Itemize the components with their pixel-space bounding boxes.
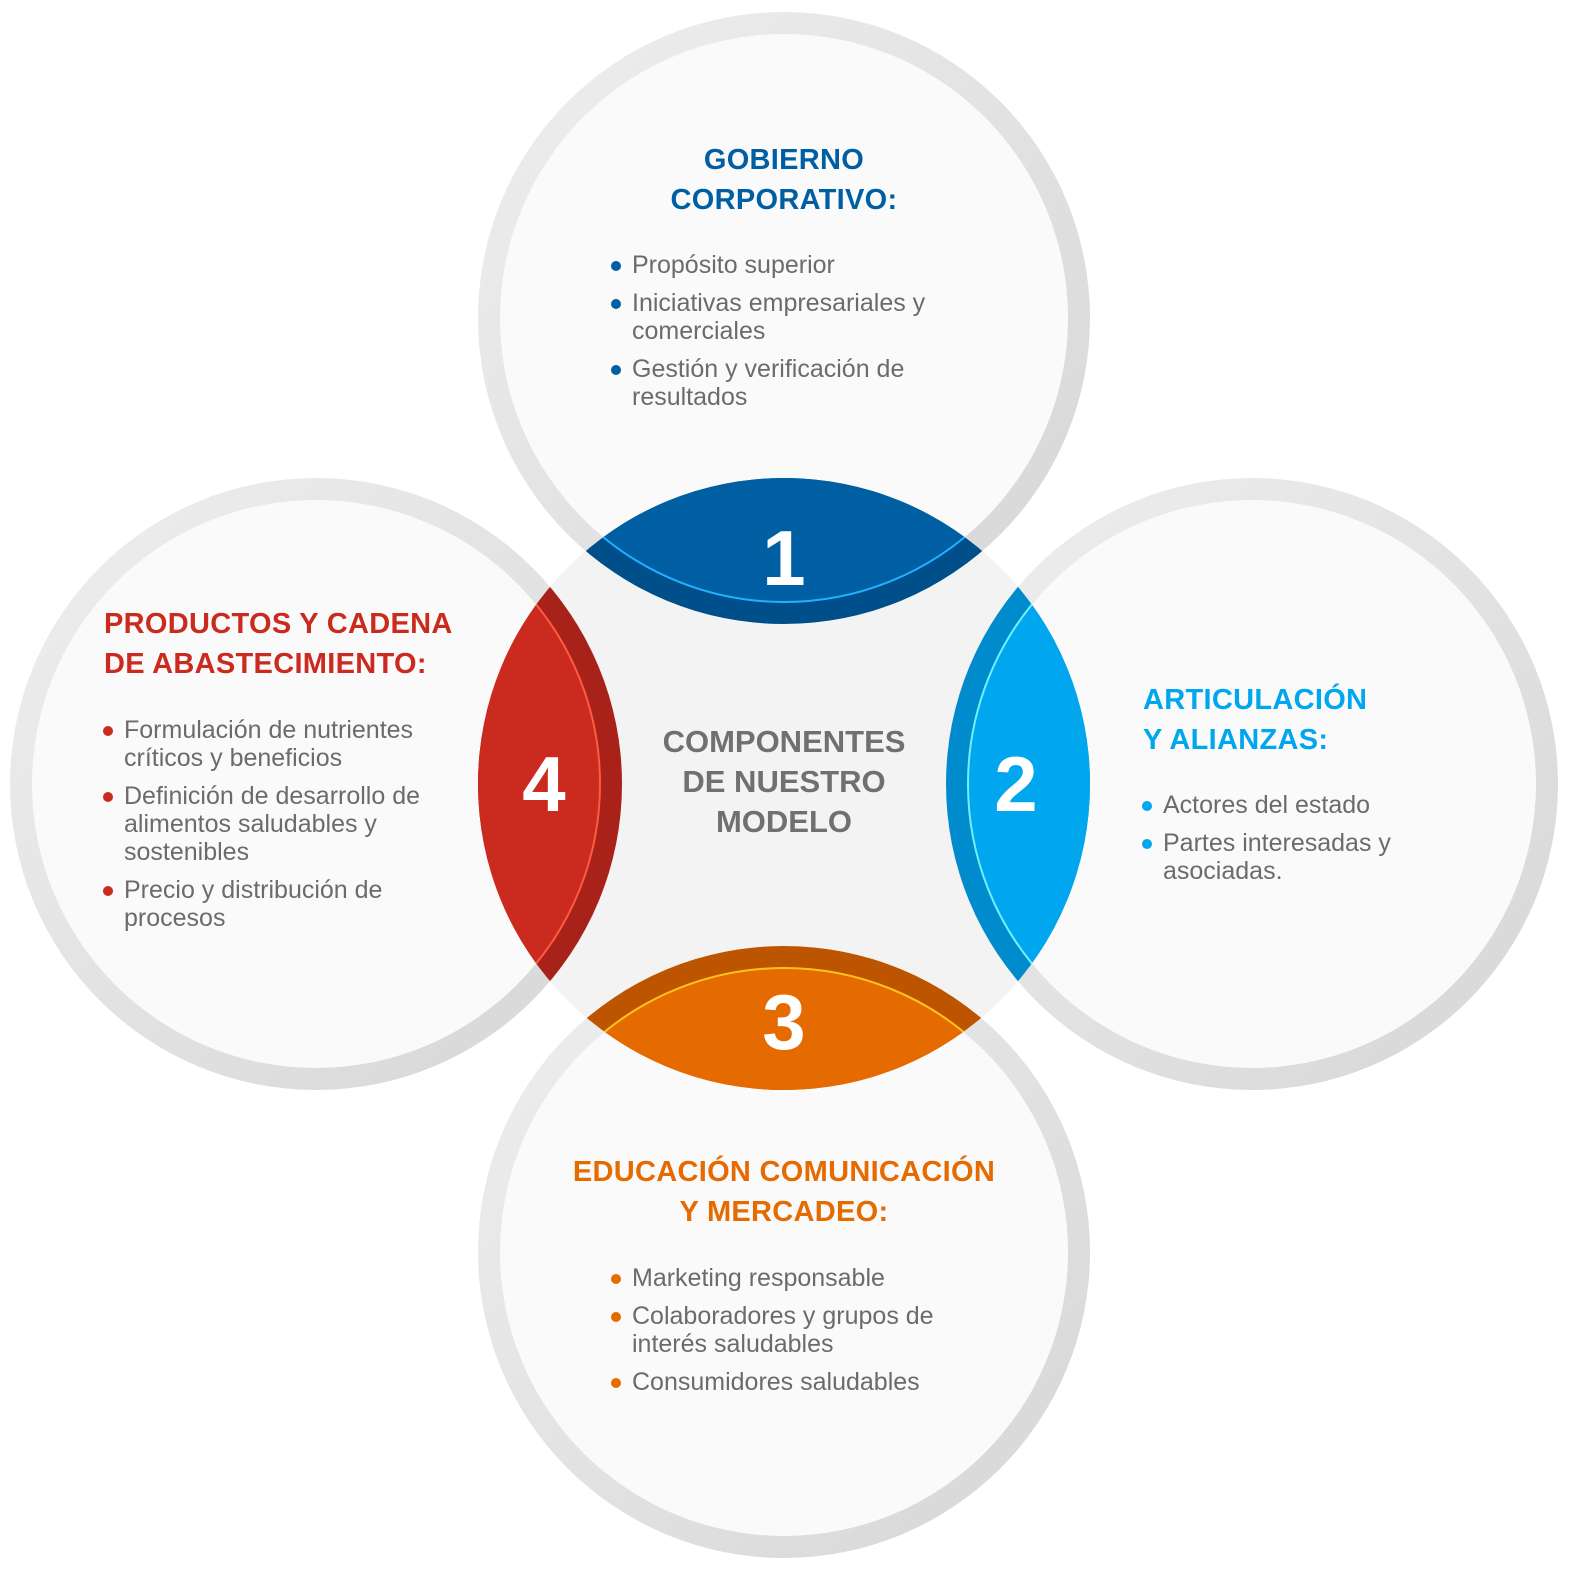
list-item: Marketing responsable bbox=[611, 1264, 961, 1292]
circle-bottom bbox=[478, 946, 1090, 1558]
circle-right bbox=[946, 478, 1558, 1090]
lens-1 bbox=[478, 478, 1090, 624]
component-1-list: Propósito superior Iniciativas empresari… bbox=[611, 251, 961, 421]
number-1: 1 bbox=[762, 514, 806, 602]
bullet-icon bbox=[1142, 839, 1152, 849]
bullet-icon bbox=[103, 792, 113, 802]
number-3: 3 bbox=[762, 978, 806, 1066]
list-item: Propósito superior bbox=[611, 251, 961, 279]
circle-top bbox=[478, 12, 1090, 624]
list-item: Gestión y verificación de resultados bbox=[611, 355, 961, 411]
list-item: Consumidores saludables bbox=[611, 1368, 961, 1396]
component-4-list: Formulación de nutrientes críticos y ben… bbox=[103, 716, 448, 942]
list-item: Formulación de nutrientes críticos y ben… bbox=[103, 716, 448, 772]
bullet-icon bbox=[611, 1378, 621, 1388]
bullet-icon bbox=[1142, 801, 1152, 811]
component-3-list: Marketing responsable Colaboradores y gr… bbox=[611, 1264, 961, 1406]
component-2-list: Actores del estado Partes interesadas y … bbox=[1142, 791, 1442, 895]
bullet-icon bbox=[611, 299, 621, 309]
list-item: Actores del estado bbox=[1142, 791, 1442, 819]
number-4: 4 bbox=[522, 740, 566, 828]
lens-4 bbox=[478, 478, 622, 1090]
bullet-icon bbox=[611, 365, 621, 375]
list-item: Precio y distribución de procesos bbox=[103, 876, 448, 932]
center-title: COMPONENTES DE NUESTRO MODELO bbox=[662, 724, 906, 839]
lens-3 bbox=[478, 946, 1090, 1090]
lens-2 bbox=[946, 478, 1090, 1090]
bullet-icon bbox=[103, 886, 113, 896]
list-item: Colaboradores y grupos de interés saluda… bbox=[611, 1302, 961, 1358]
circle-left bbox=[10, 478, 622, 1090]
list-item: Partes interesadas y asociadas. bbox=[1142, 829, 1442, 885]
bullet-icon bbox=[611, 1274, 621, 1284]
list-item: Definición de desarrollo de alimentos sa… bbox=[103, 782, 448, 866]
bullet-icon bbox=[611, 1312, 621, 1322]
number-2: 2 bbox=[994, 740, 1038, 828]
bullet-icon bbox=[611, 261, 621, 271]
center-circle bbox=[478, 478, 1090, 1090]
bullet-icon bbox=[103, 726, 113, 736]
list-item: Iniciativas empresariales y comerciales bbox=[611, 289, 961, 345]
